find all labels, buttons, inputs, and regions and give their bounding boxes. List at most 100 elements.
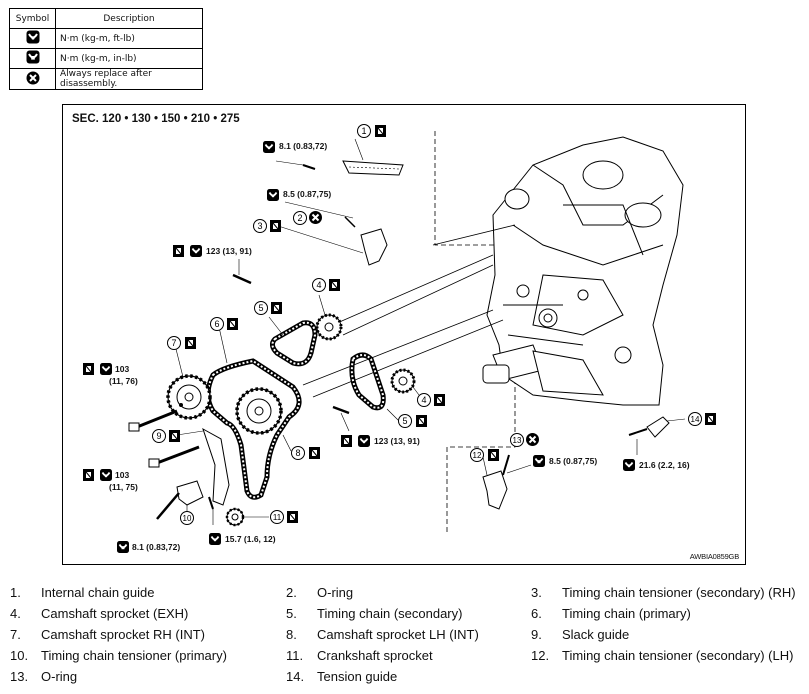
torque-spec: 8.5 (0.87,75) bbox=[283, 189, 332, 199]
camshaft-sprocket-lh-int bbox=[235, 387, 283, 435]
part-number: 8. bbox=[286, 627, 297, 642]
callout-14: 14 bbox=[688, 412, 717, 426]
part-name: Timing chain tensioner (primary) bbox=[41, 648, 227, 663]
callout-3: 3 bbox=[253, 219, 282, 233]
section-title: SEC. 120 • 130 • 150 • 210 • 275 bbox=[72, 113, 240, 125]
oil-icon bbox=[82, 468, 95, 482]
callout-2: 2 bbox=[293, 210, 323, 225]
part-number: 7. bbox=[10, 627, 21, 642]
tensioner-rh bbox=[360, 228, 388, 266]
slack-guide bbox=[202, 427, 230, 506]
engine-block bbox=[482, 136, 684, 406]
exploded-diagram: 1 2 3 4 5 6 7 9 8 5 4 10 11 12 13 14 SEC… bbox=[62, 104, 746, 565]
callout-label: 4 bbox=[316, 280, 321, 290]
diagram-drawing: 1 2 3 4 5 6 7 9 8 5 4 10 11 12 13 14 bbox=[82, 124, 717, 554]
torque-wrench-icon bbox=[357, 434, 371, 448]
crankshaft-sprocket bbox=[225, 507, 245, 527]
callout-label: 7 bbox=[171, 338, 176, 348]
symbol-legend-table: Symbol Description N·m (kg-m, ft-lb) N·m… bbox=[9, 8, 203, 90]
torque-wrench-icon bbox=[266, 188, 280, 202]
callout-13: 13 bbox=[510, 432, 540, 447]
part-name: Internal chain guide bbox=[41, 585, 155, 600]
part-number: 10. bbox=[10, 648, 29, 663]
figure-id: AWBIA0859GB bbox=[689, 552, 739, 561]
oil-icon bbox=[340, 434, 353, 448]
exhaust-sprocket-lh bbox=[390, 368, 416, 394]
legend-description: N·m (kg-m, in-lb) bbox=[55, 48, 203, 69]
part-name: Timing chain tensioner (secondary) (LH) bbox=[562, 648, 794, 663]
oil-icon bbox=[82, 362, 95, 376]
part-number: 6. bbox=[531, 606, 542, 621]
part-number: 13. bbox=[10, 669, 29, 684]
callout-9: 9 bbox=[152, 429, 181, 443]
part-name: Timing chain (secondary) bbox=[317, 606, 463, 621]
callout-5a: 5 bbox=[254, 301, 283, 315]
legend-header-description: Description bbox=[55, 8, 203, 29]
torque-spec: 123 (13, 91) bbox=[374, 436, 420, 446]
part-number: 11. bbox=[286, 648, 304, 663]
torque-wrench-small-icon bbox=[26, 50, 39, 64]
callout-4a: 4 bbox=[312, 278, 341, 292]
part-name: Timing chain tensioner (secondary) (RH) bbox=[562, 585, 796, 600]
replace-x-icon bbox=[26, 71, 39, 84]
torque-spec: (11, 76) bbox=[109, 376, 138, 386]
torque-spec: 15.7 (1.6, 12) bbox=[225, 534, 276, 544]
torque-wrench-icon bbox=[99, 362, 113, 376]
legend-description: N·m (kg-m, ft-lb) bbox=[55, 28, 203, 49]
part-name: Camshaft sprocket LH (INT) bbox=[317, 627, 479, 642]
part-number: 4. bbox=[10, 606, 21, 621]
torque-spec: 123 (13, 91) bbox=[206, 246, 252, 256]
torque-spec: 8.1 (0.83,72) bbox=[279, 141, 328, 151]
callout-5b: 5 bbox=[398, 414, 428, 428]
torque-spec: 103 bbox=[115, 470, 130, 480]
torque-spec: 8.5 (0.87,75) bbox=[549, 456, 598, 466]
torque-wrench-icon bbox=[99, 468, 113, 482]
callout-label: 4 bbox=[421, 395, 426, 405]
callout-1: 1 bbox=[357, 124, 387, 138]
part-name: Camshaft sprocket (EXH) bbox=[41, 606, 189, 621]
legend-symbol-cell bbox=[9, 48, 56, 69]
callout-label: 14 bbox=[691, 415, 700, 424]
callout-10: 10 bbox=[180, 511, 194, 525]
torque-wrench-icon bbox=[622, 458, 636, 472]
callout-label: 8 bbox=[295, 448, 300, 458]
part-name: Crankshaft sprocket bbox=[317, 648, 433, 663]
part-number: 14. bbox=[286, 669, 305, 684]
torque-spec: 21.6 (2.2, 16) bbox=[639, 460, 690, 470]
callout-label: 13 bbox=[513, 436, 522, 445]
torque-spec: (11, 75) bbox=[109, 482, 138, 492]
tension-guide bbox=[646, 416, 670, 438]
callout-label: 11 bbox=[273, 513, 282, 522]
legend-row: Always replace after disassembly. bbox=[9, 68, 203, 90]
part-name: Timing chain (primary) bbox=[562, 606, 691, 621]
torque-wrench-icon bbox=[189, 244, 203, 258]
callout-label: 2 bbox=[297, 213, 302, 223]
legend-header-symbol: Symbol bbox=[9, 8, 56, 29]
callout-label: 5 bbox=[402, 416, 407, 426]
tensioner-lh bbox=[482, 470, 508, 510]
primary-tensioner bbox=[176, 480, 204, 506]
legend-header-row: Symbol Description bbox=[9, 8, 203, 29]
leader-lines bbox=[302, 224, 516, 398]
part-number: 12. bbox=[531, 648, 550, 663]
torque-wrench-icon bbox=[208, 532, 222, 546]
torque-wrench-small-icon bbox=[116, 540, 130, 554]
callout-12: 12 bbox=[470, 448, 500, 462]
torque-wrench-small-icon bbox=[532, 454, 546, 468]
callout-label: 12 bbox=[473, 451, 482, 460]
camshaft-sprocket-rh-int bbox=[166, 374, 212, 420]
callout-6: 6 bbox=[210, 317, 239, 331]
part-name: Camshaft sprocket RH (INT) bbox=[41, 627, 205, 642]
legend-row: N·m (kg-m, ft-lb) bbox=[9, 28, 203, 49]
part-number: 2. bbox=[286, 585, 297, 600]
legend-row: N·m (kg-m, in-lb) bbox=[9, 48, 203, 69]
torque-spec: 8.1 (0.83,72) bbox=[132, 542, 181, 552]
callout-label: 9 bbox=[156, 431, 161, 441]
part-number: 9. bbox=[531, 627, 542, 642]
torque-wrench-icon bbox=[26, 30, 39, 44]
torque-spec: 103 bbox=[115, 364, 130, 374]
legend-description: Always replace after disassembly. bbox=[55, 68, 203, 90]
part-name: O-ring bbox=[41, 669, 78, 684]
part-name: Tension guide bbox=[317, 669, 398, 684]
secondary-chain-lh bbox=[349, 352, 386, 411]
